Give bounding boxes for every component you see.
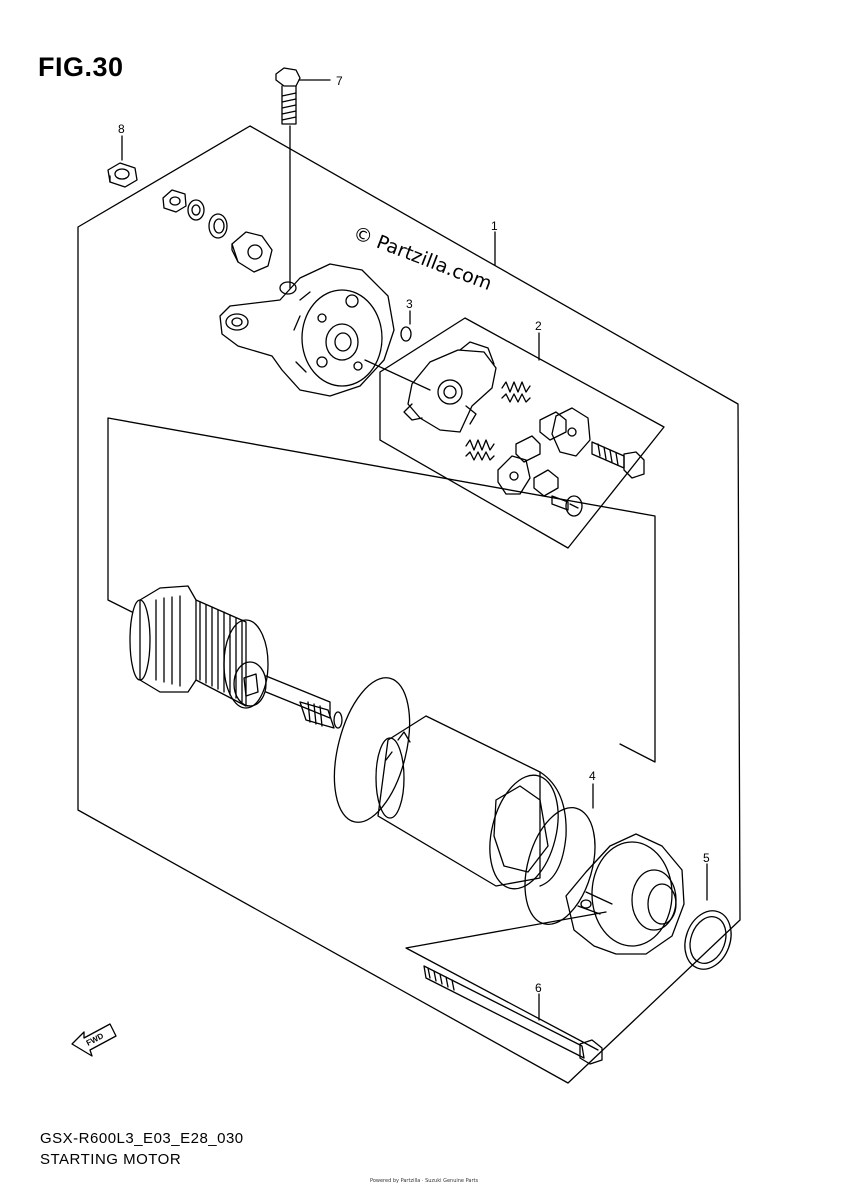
rear-end-cover	[219, 263, 395, 397]
figure-name: STARTING MOTOR	[40, 1151, 182, 1168]
armature-group-box	[107, 417, 656, 763]
leader-through-bolt	[405, 911, 607, 1051]
fine-print: Powered by Partzilla · Suzuki Genuine Pa…	[370, 1178, 479, 1184]
bolt-part-7	[275, 67, 301, 125]
yoke-housing	[375, 715, 567, 890]
terminal-insulator	[231, 231, 273, 273]
fwd-arrow-icon	[71, 1023, 117, 1057]
callout-7: 7	[336, 74, 343, 88]
brush-terminal-plates	[497, 407, 591, 495]
callout-5: 5	[703, 851, 710, 865]
front-end-cover	[565, 833, 685, 955]
callout-3: 3	[406, 297, 413, 311]
callout-4: 4	[589, 769, 596, 783]
small-screw	[551, 495, 583, 517]
assembly-outline	[77, 125, 741, 1084]
o-ring-part-4	[524, 807, 596, 925]
figure-title: FIG.30	[38, 52, 124, 82]
brush-kit-box	[379, 317, 665, 549]
terminal-bolt	[591, 441, 645, 479]
brush-holder-plate	[403, 341, 497, 433]
brush-springs	[465, 381, 531, 461]
o-ring-large	[333, 677, 411, 823]
armature	[129, 585, 343, 729]
callout-1: 1	[491, 219, 498, 233]
through-bolt-part-6	[423, 965, 603, 1065]
washer-stack	[162, 189, 228, 239]
callout-6: 6	[535, 981, 542, 995]
callout-2: 2	[535, 319, 542, 333]
callout-8: 8	[118, 122, 125, 136]
nut-part-8	[107, 162, 138, 188]
o-ring-part-5	[684, 910, 732, 970]
o-ring-part-3	[400, 326, 412, 342]
carbon-brushes	[515, 411, 567, 497]
figure-code: GSX-R600L3_E03_E28_030	[40, 1130, 244, 1147]
